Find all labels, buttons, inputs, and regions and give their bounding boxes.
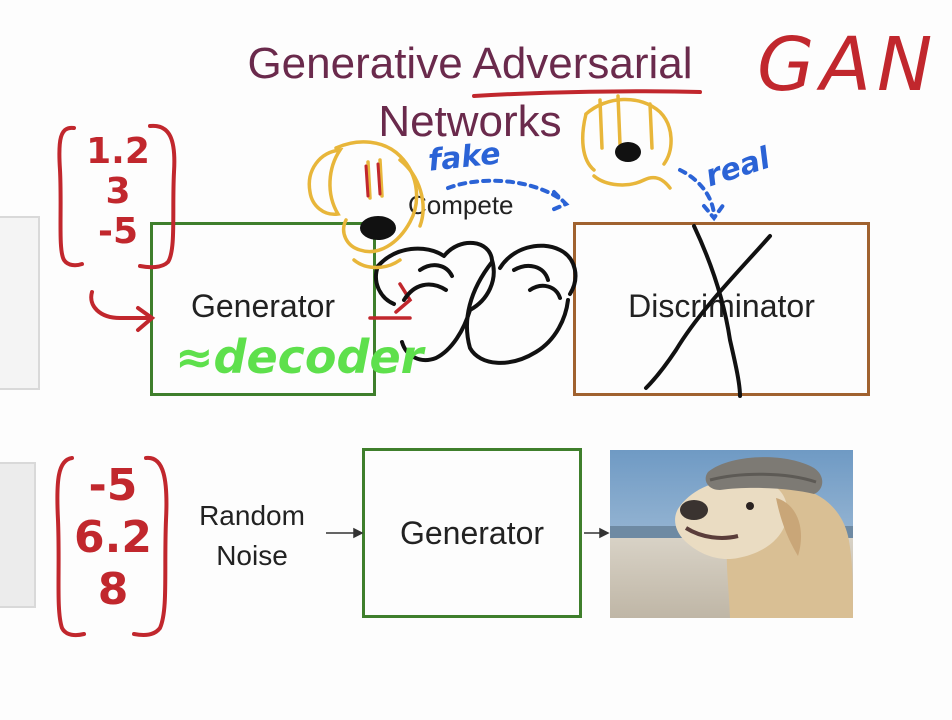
dog-photo	[610, 450, 853, 618]
vector-2-entry: 8	[97, 564, 129, 615]
title-line-2: Networks	[378, 97, 562, 146]
vector-1: 1.2 3 -5	[80, 132, 156, 252]
decoder-handwriting: ≈decoder	[175, 330, 424, 384]
title-line-1: Generative Adversarial	[247, 39, 693, 88]
compete-label: Compete	[408, 190, 514, 220]
vector1-brackets	[57, 123, 177, 270]
gan-handwriting: GAN	[757, 22, 939, 108]
vector2-brackets	[55, 455, 169, 638]
dog-photo-image	[610, 450, 853, 618]
fake-dotted-arrow	[446, 178, 570, 212]
noise-arrow	[326, 527, 364, 539]
random-noise-label: Random Noise	[199, 500, 305, 571]
eye-marks	[364, 162, 382, 198]
generator-box: Generator	[150, 222, 376, 396]
output-arrow	[584, 527, 610, 539]
eye-doodle-icon	[307, 94, 673, 270]
eye-pupils	[360, 142, 641, 240]
ghost-panel-top	[0, 216, 40, 390]
generator-label: Generator	[190, 287, 336, 324]
vector-2-entry: 6.2	[74, 512, 152, 563]
generator-label-2: Generator	[399, 514, 545, 551]
ghost-panel-bottom	[0, 462, 36, 608]
vector-2-entry: -5	[88, 460, 138, 511]
vector-2: -5 6.2 8	[72, 460, 154, 616]
vector-1-entry: -5	[98, 211, 138, 252]
arm-wrestling-icon	[374, 240, 578, 365]
adversarial-underline	[472, 89, 702, 98]
cross-mark	[644, 224, 772, 398]
vector1-arrow	[89, 290, 156, 332]
vector-1-entry: 3	[105, 171, 131, 212]
real-dotted-arrow	[678, 168, 726, 222]
generator-out-arrow	[368, 282, 413, 320]
vector-1-entry: 1.2	[86, 131, 150, 172]
